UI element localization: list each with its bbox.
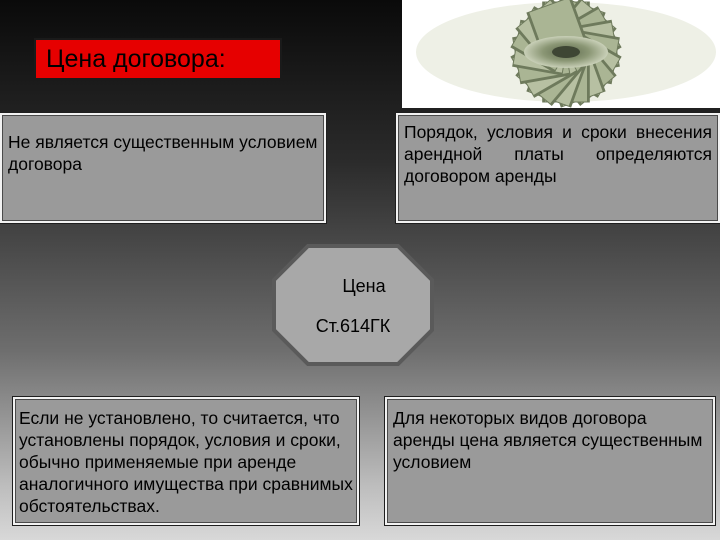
page-title: Цена договора:	[34, 38, 282, 80]
octagon-shape	[272, 244, 434, 366]
price-octagon: Цена Ст.614ГК	[272, 244, 434, 366]
money-image	[402, 0, 720, 108]
banknote-fan-icon	[416, 0, 716, 108]
price-label: Цена	[342, 276, 386, 296]
article-reference: Ст.614ГК	[315, 316, 391, 336]
payment-terms-box: Порядок, условия и сроки внесения арендн…	[395, 112, 720, 224]
not-essential-condition-box: Не является существенным условием догово…	[0, 112, 327, 224]
default-terms-box: Если не установлено, то считается, что у…	[12, 396, 360, 526]
essential-condition-box: Для некоторых видов договора аренды цена…	[384, 396, 716, 526]
